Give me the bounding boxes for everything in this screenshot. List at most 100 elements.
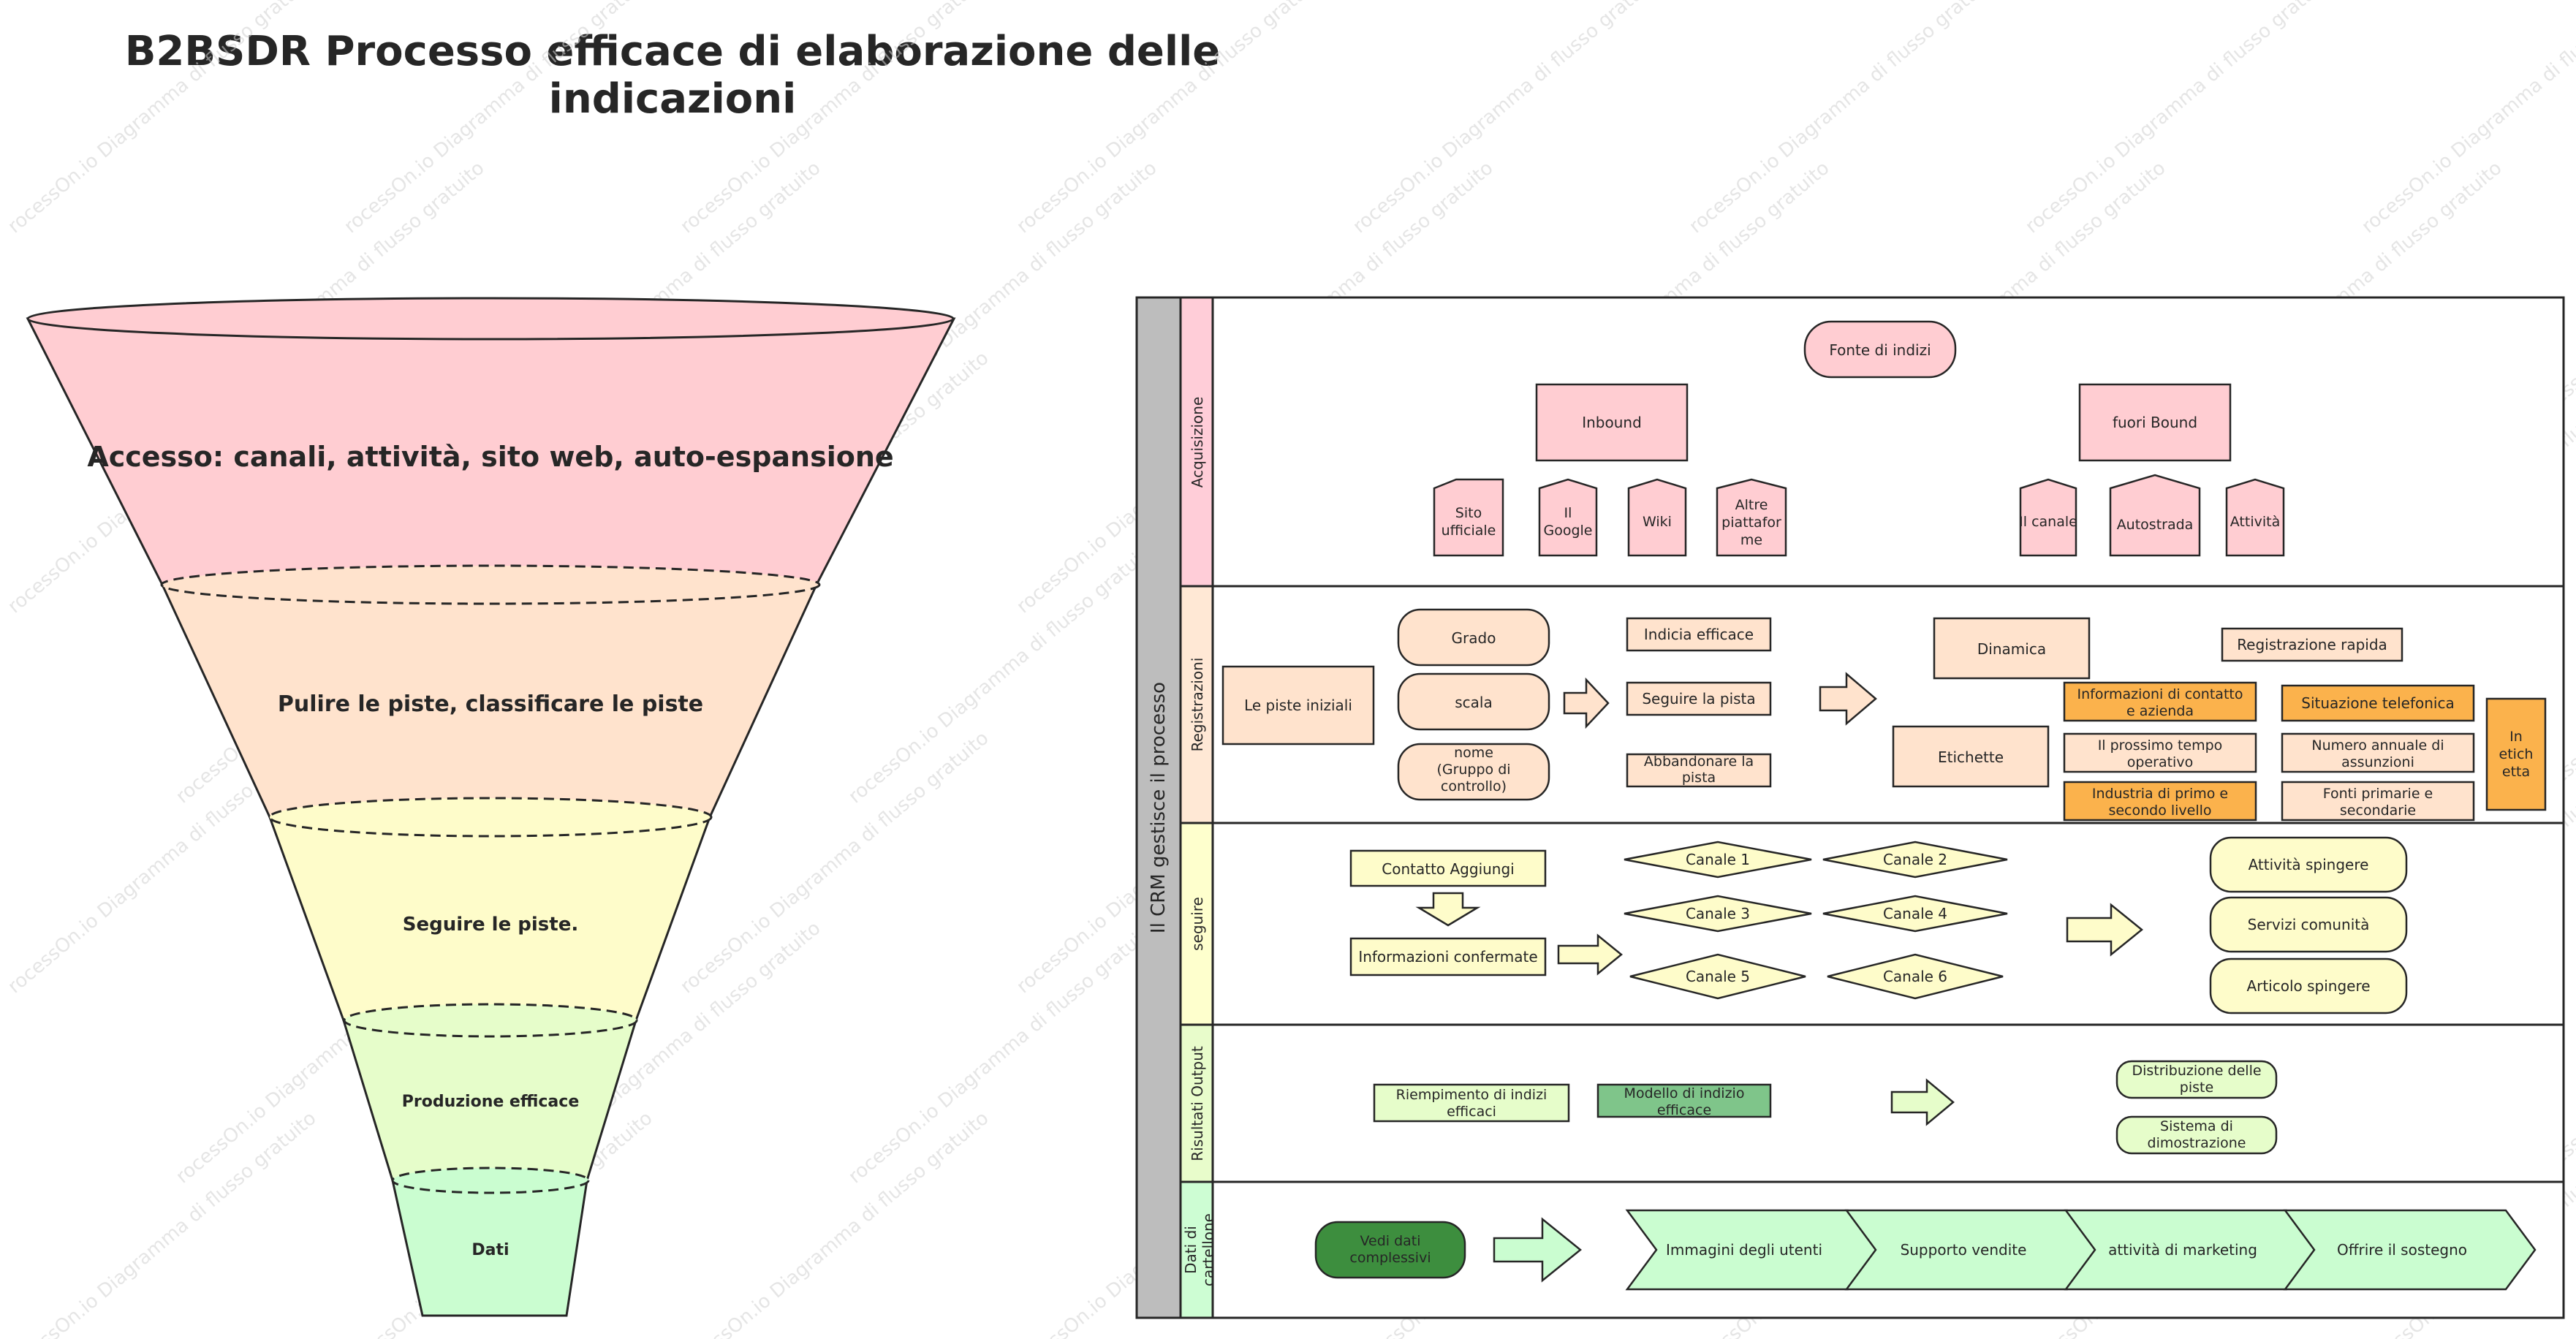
channel-6-diamond [1827,953,2004,1000]
contact-add-box [1349,849,1547,887]
next-time-box [2063,732,2257,773]
arrow-right-icon [1819,672,1877,726]
inbound-item-google-shape [1538,478,1598,557]
funnel-top-rim [26,297,955,341]
outbound-label: fuori Bound [2113,414,2197,431]
lead-distribution-box [2115,1060,2278,1099]
demo-system-box [2115,1115,2278,1155]
contact-info-box [2063,681,2257,722]
lane-header-registrazioni [1179,585,1214,824]
overall-data-box [1314,1221,1466,1279]
inbound-box [1535,383,1689,462]
funnel-divider-3 [343,1003,638,1038]
outbound-item-1-label: Il canale [2019,514,2077,530]
channel-2-label: Canale 2 [1883,851,1947,868]
push-article-label: Articolo spingere [2246,977,2370,995]
channel-3-diamond [1624,895,1812,933]
scale-label: scala [1455,694,1492,711]
watermark-text: rocessOn.io Diagramma di flusso gratuito [676,1107,993,1339]
grade-label: Grado [1452,629,1496,647]
lane-header-acquisizione [1179,296,1214,588]
quick-registration-box [2221,627,2403,662]
arrow-right-icon [1890,1078,1955,1126]
contact-add-label: Contatto Aggiungi [1382,860,1514,878]
name-group-box [1397,743,1550,801]
pool-label: Il CRM gestisce il processo [1148,682,1170,933]
watermark-text: rocessOn.io Diagramma di flusso gratuito [844,917,1161,1188]
watermark-text: rocessOn.io Diagramma di flusso gratuito [340,0,656,238]
watermark-text: rocessOn.io Diagramma di flusso gratuito [676,0,993,238]
funnel-level-2-label: Pulire le piste, classificare le piste [278,691,703,717]
lane-acquisizione: Fonte di indizi Inbound fuori Bound Sito… [1433,320,2285,557]
phone-status-box [2281,684,2475,722]
outbound-item-autostrada-shape [2109,474,2201,557]
push-article-box [2209,957,2408,1014]
arrow-down-icon [1415,892,1481,927]
initial-leads-label: Le piste iniziali [1244,697,1352,714]
dynamic-label: Dinamica [1977,640,2046,658]
confirmed-info-box [1349,937,1547,976]
funnel-level-5-label: Dati [471,1241,509,1259]
step-2-label: Supporto vendite [1901,1241,2027,1259]
funnel-divider-2 [268,797,713,838]
lead-model-box [1596,1083,1772,1118]
follow-lead-label: Seguire la pista [1642,690,1755,708]
lane-header-risultati [1179,1023,1214,1183]
inbound-item-altre-shape [1716,478,1787,557]
lane-label-registrazioni: Registrazioni [1189,658,1206,752]
lead-source-box [1803,320,1957,379]
inbound-item-3-label: Wiki [1643,514,1672,530]
watermark-text: rocessOn.io Diagramma di flusso gratuito [4,0,320,238]
watermark-text: rocessOn.io Diagramma di flusso gratuito [1685,0,2001,238]
channel-5-diamond [1629,953,1806,1000]
lane-header-seguire [1179,822,1214,1026]
outbound-item-canale-shape [2019,478,2077,557]
watermark-text: rocessOn.io Diagramma di flusso gratuito [1349,0,1665,238]
lane-header-dati [1179,1180,1214,1319]
phone-status-label: Situazione telefonica [2301,694,2454,712]
lane-label-seguire: seguire [1189,897,1206,951]
step-1-label: Immagini degli utenti [1666,1241,1822,1259]
outbound-item-attivita-shape [2225,478,2285,557]
push-activity-label: Attività spingere [2249,856,2369,873]
lane-seguire: Contatto Aggiungi Informazioni confermat… [1349,836,2408,1014]
channel-3-label: Canale 3 [1686,905,1750,922]
inbound-item-wiki-shape [1627,478,1687,557]
outbound-item-3-label: Attività [2230,514,2280,530]
funnel-level-3-label: Seguire le piste. [403,914,578,936]
lane-label-risultati: Risultati Output [1189,1046,1206,1161]
effective-lead-box [1626,617,1772,652]
push-activity-box [2209,836,2408,893]
lane-label-acquisizione: Acquisizione [1189,397,1206,488]
watermark-text: rocessOn.io Diagramma di flusso gratuito [4,1107,320,1339]
effective-lead-label: Indicia efficace [1644,626,1754,643]
funnel-level-1-label: Accesso: canali, attività, sito web, aut… [87,441,893,473]
tags-label: Etichette [1938,748,2004,766]
channel-4-diamond [1822,895,2008,933]
lead-source-label: Fonte di indizi [1829,341,1931,359]
channel-5-label: Canale 5 [1686,968,1750,985]
inbound-label: Inbound [1582,414,1642,431]
initial-leads-box [1221,665,1375,746]
follow-lead-box [1626,681,1772,716]
watermark-text: rocessOn.io Diagramma di flusso gratuito [844,537,1161,808]
funnel: Accesso: canali, attività, sito web, aut… [26,297,956,1317]
inbound-item-sito-ufficiale [1433,478,1504,557]
outbound-item-2-label: Autostrada [2117,517,2194,533]
